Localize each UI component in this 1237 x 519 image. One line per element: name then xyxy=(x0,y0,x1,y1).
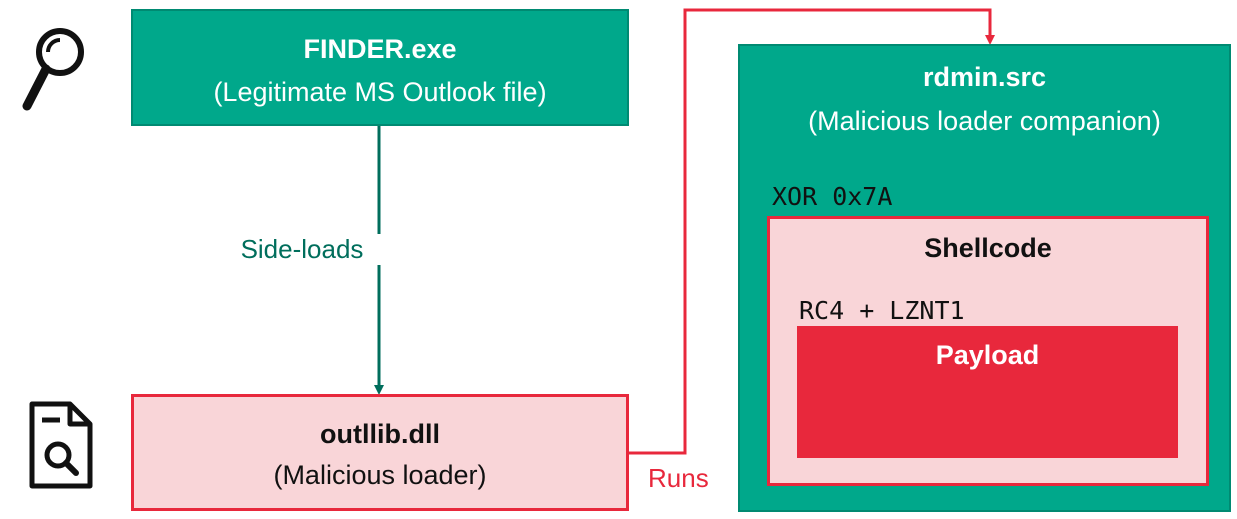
sideloads-label: Side-loads xyxy=(222,234,382,265)
magnifier-icon xyxy=(22,28,84,111)
finder-subtitle: (Legitimate MS Outlook file) xyxy=(213,77,547,107)
runs-arrow xyxy=(628,8,995,455)
shellcode-node: Shellcode RC4 + LZNT1 Payload xyxy=(767,216,1209,486)
shellcode-title: Shellcode xyxy=(924,233,1052,263)
rdmin-node: rdmin.src (Malicious loader companion) X… xyxy=(738,44,1231,512)
payload-node: Payload xyxy=(797,326,1178,458)
outllib-subtitle: (Malicious loader) xyxy=(273,460,487,490)
rdmin-subtitle: (Malicious loader companion) xyxy=(808,106,1161,136)
outllib-node: outllib.dll (Malicious loader) xyxy=(131,394,629,511)
payload-title: Payload xyxy=(935,340,1040,370)
file-search-icon xyxy=(29,401,93,489)
finder-node: FINDER.exe (Legitimate MS Outlook file) xyxy=(131,9,629,126)
rdmin-title: rdmin.src xyxy=(922,62,1047,92)
runs-label: Runs xyxy=(648,463,709,493)
rc4-label: RC4 + LZNT1 xyxy=(799,296,965,325)
outllib-title: outllib.dll xyxy=(320,419,440,449)
finder-title: FINDER.exe xyxy=(303,34,457,64)
xor-label: XOR 0x7A xyxy=(772,182,893,211)
